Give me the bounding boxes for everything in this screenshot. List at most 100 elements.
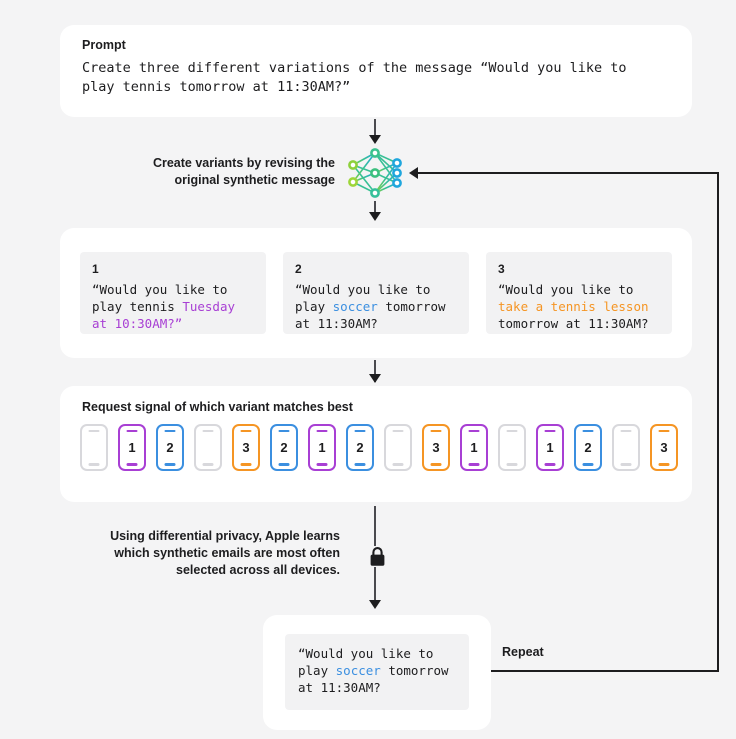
phone-home-indicator xyxy=(126,463,138,466)
phone-speaker-notch xyxy=(582,429,594,432)
result-text: “Would you like to play soccer tomorrow … xyxy=(298,645,469,696)
phone-home-indicator xyxy=(544,463,556,466)
neural-network-icon xyxy=(345,145,405,201)
variant-text-prefix: “Would you like to play xyxy=(295,282,431,314)
repeat-label: Repeat xyxy=(502,645,544,659)
device-phone: 2 xyxy=(574,424,602,471)
device-phone xyxy=(80,424,108,471)
variant-text-highlight: take a tennis lesson xyxy=(498,299,649,314)
phone-speaker-notch xyxy=(544,429,556,432)
variant-text-prefix: “Would you like to xyxy=(498,282,634,297)
device-phone xyxy=(384,424,412,471)
arrowhead-model-to-variants xyxy=(369,212,381,221)
phone-speaker-notch xyxy=(316,429,328,432)
revise-step-label: Create variants by revising the original… xyxy=(152,156,335,187)
privacy-note-label: Using differential privacy, Apple learns… xyxy=(110,529,340,577)
device-phone: 2 xyxy=(270,424,298,471)
phone-selected-variant: 2 xyxy=(584,440,592,455)
device-phone xyxy=(498,424,526,471)
connector-lock-to-result xyxy=(374,567,376,605)
device-phone: 1 xyxy=(308,424,336,471)
variant-box-1: 1 “Would you like to play tennis Tuesday… xyxy=(80,252,266,334)
variant-box-3: 3 “Would you like to take a tennis lesso… xyxy=(486,252,672,334)
connector-prompt-to-model xyxy=(374,119,376,141)
phone-selected-variant: 1 xyxy=(318,440,326,455)
arrowhead-prompt-to-model xyxy=(369,135,381,144)
phone-selected-variant: 1 xyxy=(128,440,136,455)
result-card: “Would you like to play soccer tomorrow … xyxy=(263,615,491,730)
phone-home-indicator xyxy=(620,463,632,466)
arrowhead-variants-to-devices xyxy=(369,374,381,383)
devices-card: Request signal of which variant matches … xyxy=(60,386,692,502)
result-text-suffix: tomorrow at 11:30AM? xyxy=(298,663,449,695)
phone-home-indicator xyxy=(430,463,442,466)
variant-text: “Would you like to play soccer tomorrow … xyxy=(295,281,469,332)
variant-text-suffix: tomorrow at 11:30AM? xyxy=(498,316,649,331)
phone-selected-variant: 3 xyxy=(432,440,440,455)
phone-speaker-notch xyxy=(430,429,442,432)
phone-home-indicator xyxy=(506,463,518,466)
variant-text-highlight: Tuesday at 10:30AM?” xyxy=(92,299,235,331)
device-phone: 3 xyxy=(422,424,450,471)
phone-speaker-notch xyxy=(240,429,252,432)
phone-home-indicator xyxy=(468,463,480,466)
connector-variants-to-devices xyxy=(374,360,376,382)
phone-home-indicator xyxy=(392,463,404,466)
phone-speaker-notch xyxy=(278,429,290,432)
connector-model-to-variants xyxy=(374,201,376,217)
arrowhead-to-result xyxy=(369,600,381,609)
phone-selected-variant: 1 xyxy=(470,440,478,455)
phone-speaker-notch xyxy=(620,429,632,432)
lock-icon xyxy=(369,546,386,567)
phone-speaker-notch xyxy=(354,429,366,432)
prompt-title: Prompt xyxy=(82,38,126,52)
variant-text: “Would you like to take a tennis lesson … xyxy=(498,281,672,332)
variant-box-2: 2 “Would you like to play soccer tomorro… xyxy=(283,252,469,334)
arrowhead-repeat-to-model xyxy=(409,167,418,179)
phone-selected-variant: 2 xyxy=(280,440,288,455)
phone-home-indicator xyxy=(316,463,328,466)
phone-speaker-notch xyxy=(126,429,138,432)
repeat-loop-top xyxy=(418,172,718,174)
repeat-loop-bottom xyxy=(491,670,719,672)
result-inner-box: “Would you like to play soccer tomorrow … xyxy=(285,634,469,710)
variant-number: 1 xyxy=(92,262,99,276)
device-phone: 1 xyxy=(460,424,488,471)
device-phone xyxy=(194,424,222,471)
phone-home-indicator xyxy=(658,463,670,466)
phone-home-indicator xyxy=(164,463,176,466)
prompt-card: Prompt Create three different variations… xyxy=(60,25,692,117)
device-phone: 2 xyxy=(346,424,374,471)
variant-text-suffix: tomorrow at 11:30AM? xyxy=(295,299,446,331)
phone-speaker-notch xyxy=(506,429,518,432)
phone-selected-variant: 2 xyxy=(166,440,174,455)
variants-card: 1 “Would you like to play tennis Tuesday… xyxy=(60,228,692,358)
phone-speaker-notch xyxy=(468,429,480,432)
device-phone: 3 xyxy=(232,424,260,471)
phone-speaker-notch xyxy=(88,429,100,432)
variant-text-highlight: soccer xyxy=(332,299,378,314)
phone-home-indicator xyxy=(88,463,100,466)
variant-text: “Would you like to play tennis Tuesday a… xyxy=(92,281,266,332)
phone-home-indicator xyxy=(278,463,290,466)
repeat-loop-right xyxy=(717,172,719,672)
phone-selected-variant: 3 xyxy=(242,440,250,455)
phone-speaker-notch xyxy=(392,429,404,432)
phone-speaker-notch xyxy=(164,429,176,432)
device-phone: 2 xyxy=(156,424,184,471)
variant-number: 2 xyxy=(295,262,302,276)
result-text-highlight: soccer xyxy=(335,663,381,678)
connector-devices-to-lock xyxy=(374,506,376,546)
device-phone: 3 xyxy=(650,424,678,471)
phone-selected-variant: 2 xyxy=(356,440,364,455)
phone-home-indicator xyxy=(582,463,594,466)
device-phone xyxy=(612,424,640,471)
device-phone: 1 xyxy=(118,424,146,471)
phone-home-indicator xyxy=(240,463,252,466)
phone-speaker-notch xyxy=(202,429,214,432)
variant-number: 3 xyxy=(498,262,505,276)
phone-home-indicator xyxy=(202,463,214,466)
prompt-text: Create three different variations of the… xyxy=(82,60,627,95)
